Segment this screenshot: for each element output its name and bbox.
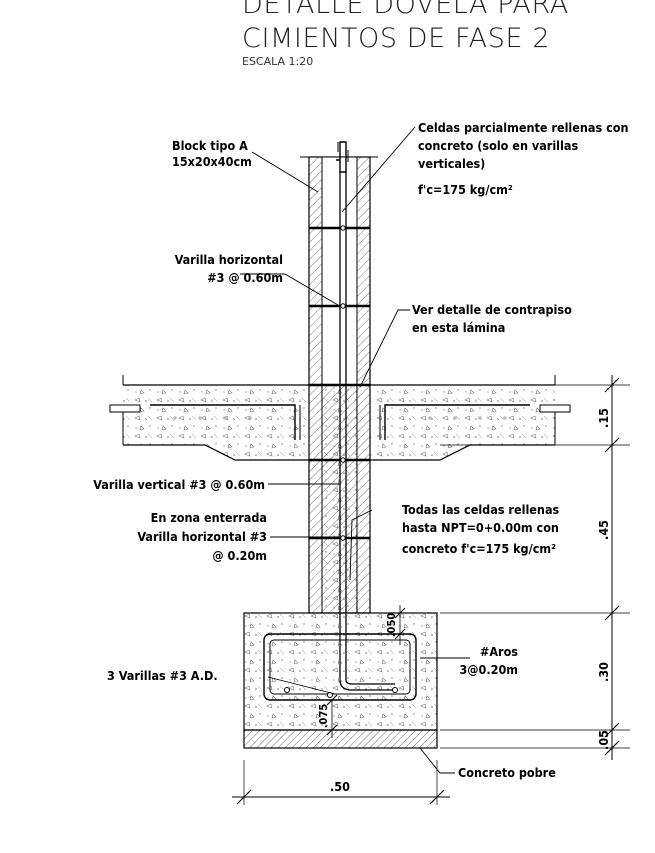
title-block: DETALLE DOVELA PARA CIMIENTOS DE FASE 2 … [242, 0, 569, 68]
label-enz-3: @ 0.20m [212, 548, 267, 563]
scale-label: ESCALA 1:20 [242, 55, 314, 68]
dim-050: .50 [330, 779, 350, 794]
footing [243, 612, 438, 749]
label-aros-1: #Aros [480, 644, 518, 659]
floor-slab [109, 375, 571, 461]
label-varv: Varilla vertical #3 @ 0.60m [93, 477, 265, 492]
label-celdas-3: verticales) [418, 156, 485, 171]
dim-015: .15 [596, 408, 611, 428]
dim-045: .45 [596, 520, 611, 540]
leader-lines [240, 126, 470, 774]
label-todas-2: hasta NPT=0+0.00m con [402, 520, 559, 535]
label-celdas-2: concreto (solo en varillas [418, 138, 578, 153]
title-line-1: DETALLE DOVELA PARA [242, 0, 569, 20]
label-celdas-4: f'c=175 kg/cm² [418, 182, 513, 197]
label-enz-1: En zona enterrada [151, 510, 267, 525]
dim-0050: .050 [385, 613, 398, 638]
label-enz-2: Varilla horizontal #3 [137, 529, 267, 544]
dimension-line-bottom [232, 760, 450, 805]
dim-0075: .075 [317, 704, 330, 729]
label-todas-3: concreto f'c=175 kg/cm² [402, 541, 556, 556]
label-block-2: 15x20x40cm [172, 154, 252, 169]
label-ver-2: en esta lámina [412, 320, 505, 335]
dim-005: .05 [596, 730, 611, 750]
label-varh-2: #3 @ 0.60m [207, 270, 283, 285]
title-line-2: CIMIENTOS DE FASE 2 [242, 23, 551, 54]
label-todas-1: Todas las celdas rellenas [402, 502, 560, 517]
dim-030: .30 [596, 662, 611, 682]
cover-dimensions [326, 605, 406, 738]
filled-wall [308, 172, 371, 680]
block-wall [300, 141, 378, 387]
label-ver-1: Ver detalle de contrapiso [412, 302, 572, 317]
label-aros-2: 3@0.20m [459, 662, 518, 677]
label-block-1: Block tipo A [172, 138, 248, 153]
label-varh-1: Varilla horizontal [175, 252, 283, 267]
label-tres-varillas: 3 Varillas #3 A.D. [107, 668, 218, 683]
label-celdas-1: Celdas parcialmente rellenas con [418, 120, 629, 135]
label-concreto-pobre: Concreto pobre [458, 765, 556, 780]
dimension-lines-right [440, 375, 630, 760]
